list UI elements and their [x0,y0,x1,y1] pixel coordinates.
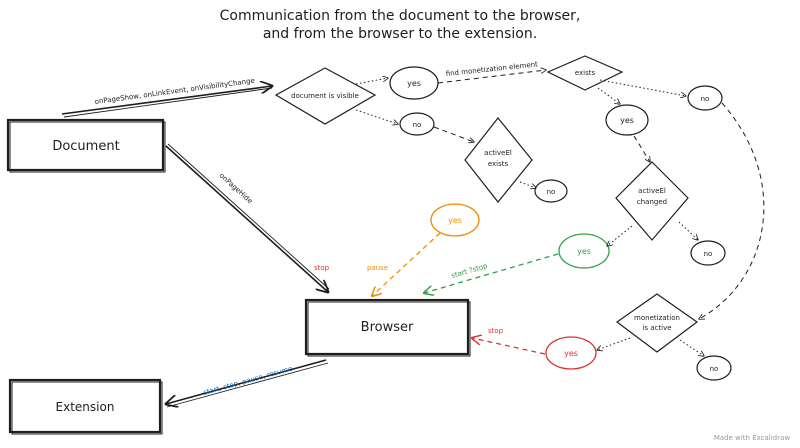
no-left-label: no [413,121,422,129]
arrow-pause-to-browser: pause [367,232,441,296]
browser-node: Browser [304,298,471,357]
yes-top-circle: yes [389,66,439,100]
arrow-stop-red-to-browser: stop [472,327,546,355]
yes-green-label: yes [577,247,591,256]
exists-label: exists [575,69,596,77]
monetization-active-label-1: monetization [634,314,680,322]
to-extension-edge-label: start, stop, pause, resume [202,365,293,397]
active-el-exists-label-2: exists [488,160,509,168]
monetization-active-diamond: monetization is active [615,293,699,353]
arrow-browser-to-extension: start, stop, pause, resume [166,359,329,407]
active-el-changed-diamond: activeEl changed [615,161,689,241]
stop-doc-edge-label: stop [314,264,330,272]
browser-label: Browser [361,320,414,335]
on-page-hide-edge-label: onPageHide [218,172,254,206]
extension-node: Extension [8,378,163,435]
no-under-monetization-circle: no [696,355,732,381]
arrow-document-to-visible: onPageShow, onLinkEvent, onVisibilityCha… [61,77,272,118]
yes-under-exists-label: yes [620,116,634,125]
no-left-circle: no [399,112,435,136]
yes-under-exists-circle: yes [605,104,649,136]
document-visible-label: document is visible [291,92,359,100]
stop-red-edge-label: stop [488,327,504,335]
yes-orange-label: yes [448,216,462,225]
extension-label: Extension [56,400,115,414]
pause-edge-label: pause [367,264,388,272]
document-visible-diamond: document is visible [274,67,377,125]
yes-green-circle: yes [558,233,610,269]
document-label: Document [52,139,119,154]
active-el-exists-diamond: activeEl exists [464,117,533,203]
no-right-of-changed-label: no [704,250,713,258]
no-right-of-exists-label: no [701,95,710,103]
active-el-changed-label-2: changed [637,198,667,206]
start-stop-edge-label: start ?stop [450,262,489,280]
exists-diamond: exists [546,55,624,91]
arrow-document-to-browser: onPageHide [165,143,329,292]
no-under-monetization-label: no [710,365,719,373]
yes-top-label: yes [407,79,421,88]
no-right-of-changed-circle: no [690,240,726,266]
no-right-of-active-exists-label: no [547,188,556,196]
document-node: Document [6,118,166,173]
yes-red-label: yes [564,349,578,358]
diagram-title-line-2: and from the browser to the extension. [262,26,538,42]
arrow-start-stop-to-browser: start ?stop [424,253,559,293]
active-el-changed-label-1: activeEl [638,187,666,195]
no-right-of-active-exists-circle: no [534,179,568,203]
dashed-connectors [433,70,765,319]
yes-orange-circle: yes [430,203,480,237]
find-monetization-edge-label: find monetization element [445,60,538,78]
no-right-of-exists-circle: no [687,85,723,111]
watermark: Made with Excalidraw [713,434,790,442]
yes-red-circle: yes [545,336,597,370]
monetization-active-label-2: is active [642,324,671,332]
dotted-connectors [355,78,704,356]
active-el-exists-label-1: activeEl [484,149,512,157]
diagram-title-line-1: Communication from the document to the b… [219,8,581,24]
